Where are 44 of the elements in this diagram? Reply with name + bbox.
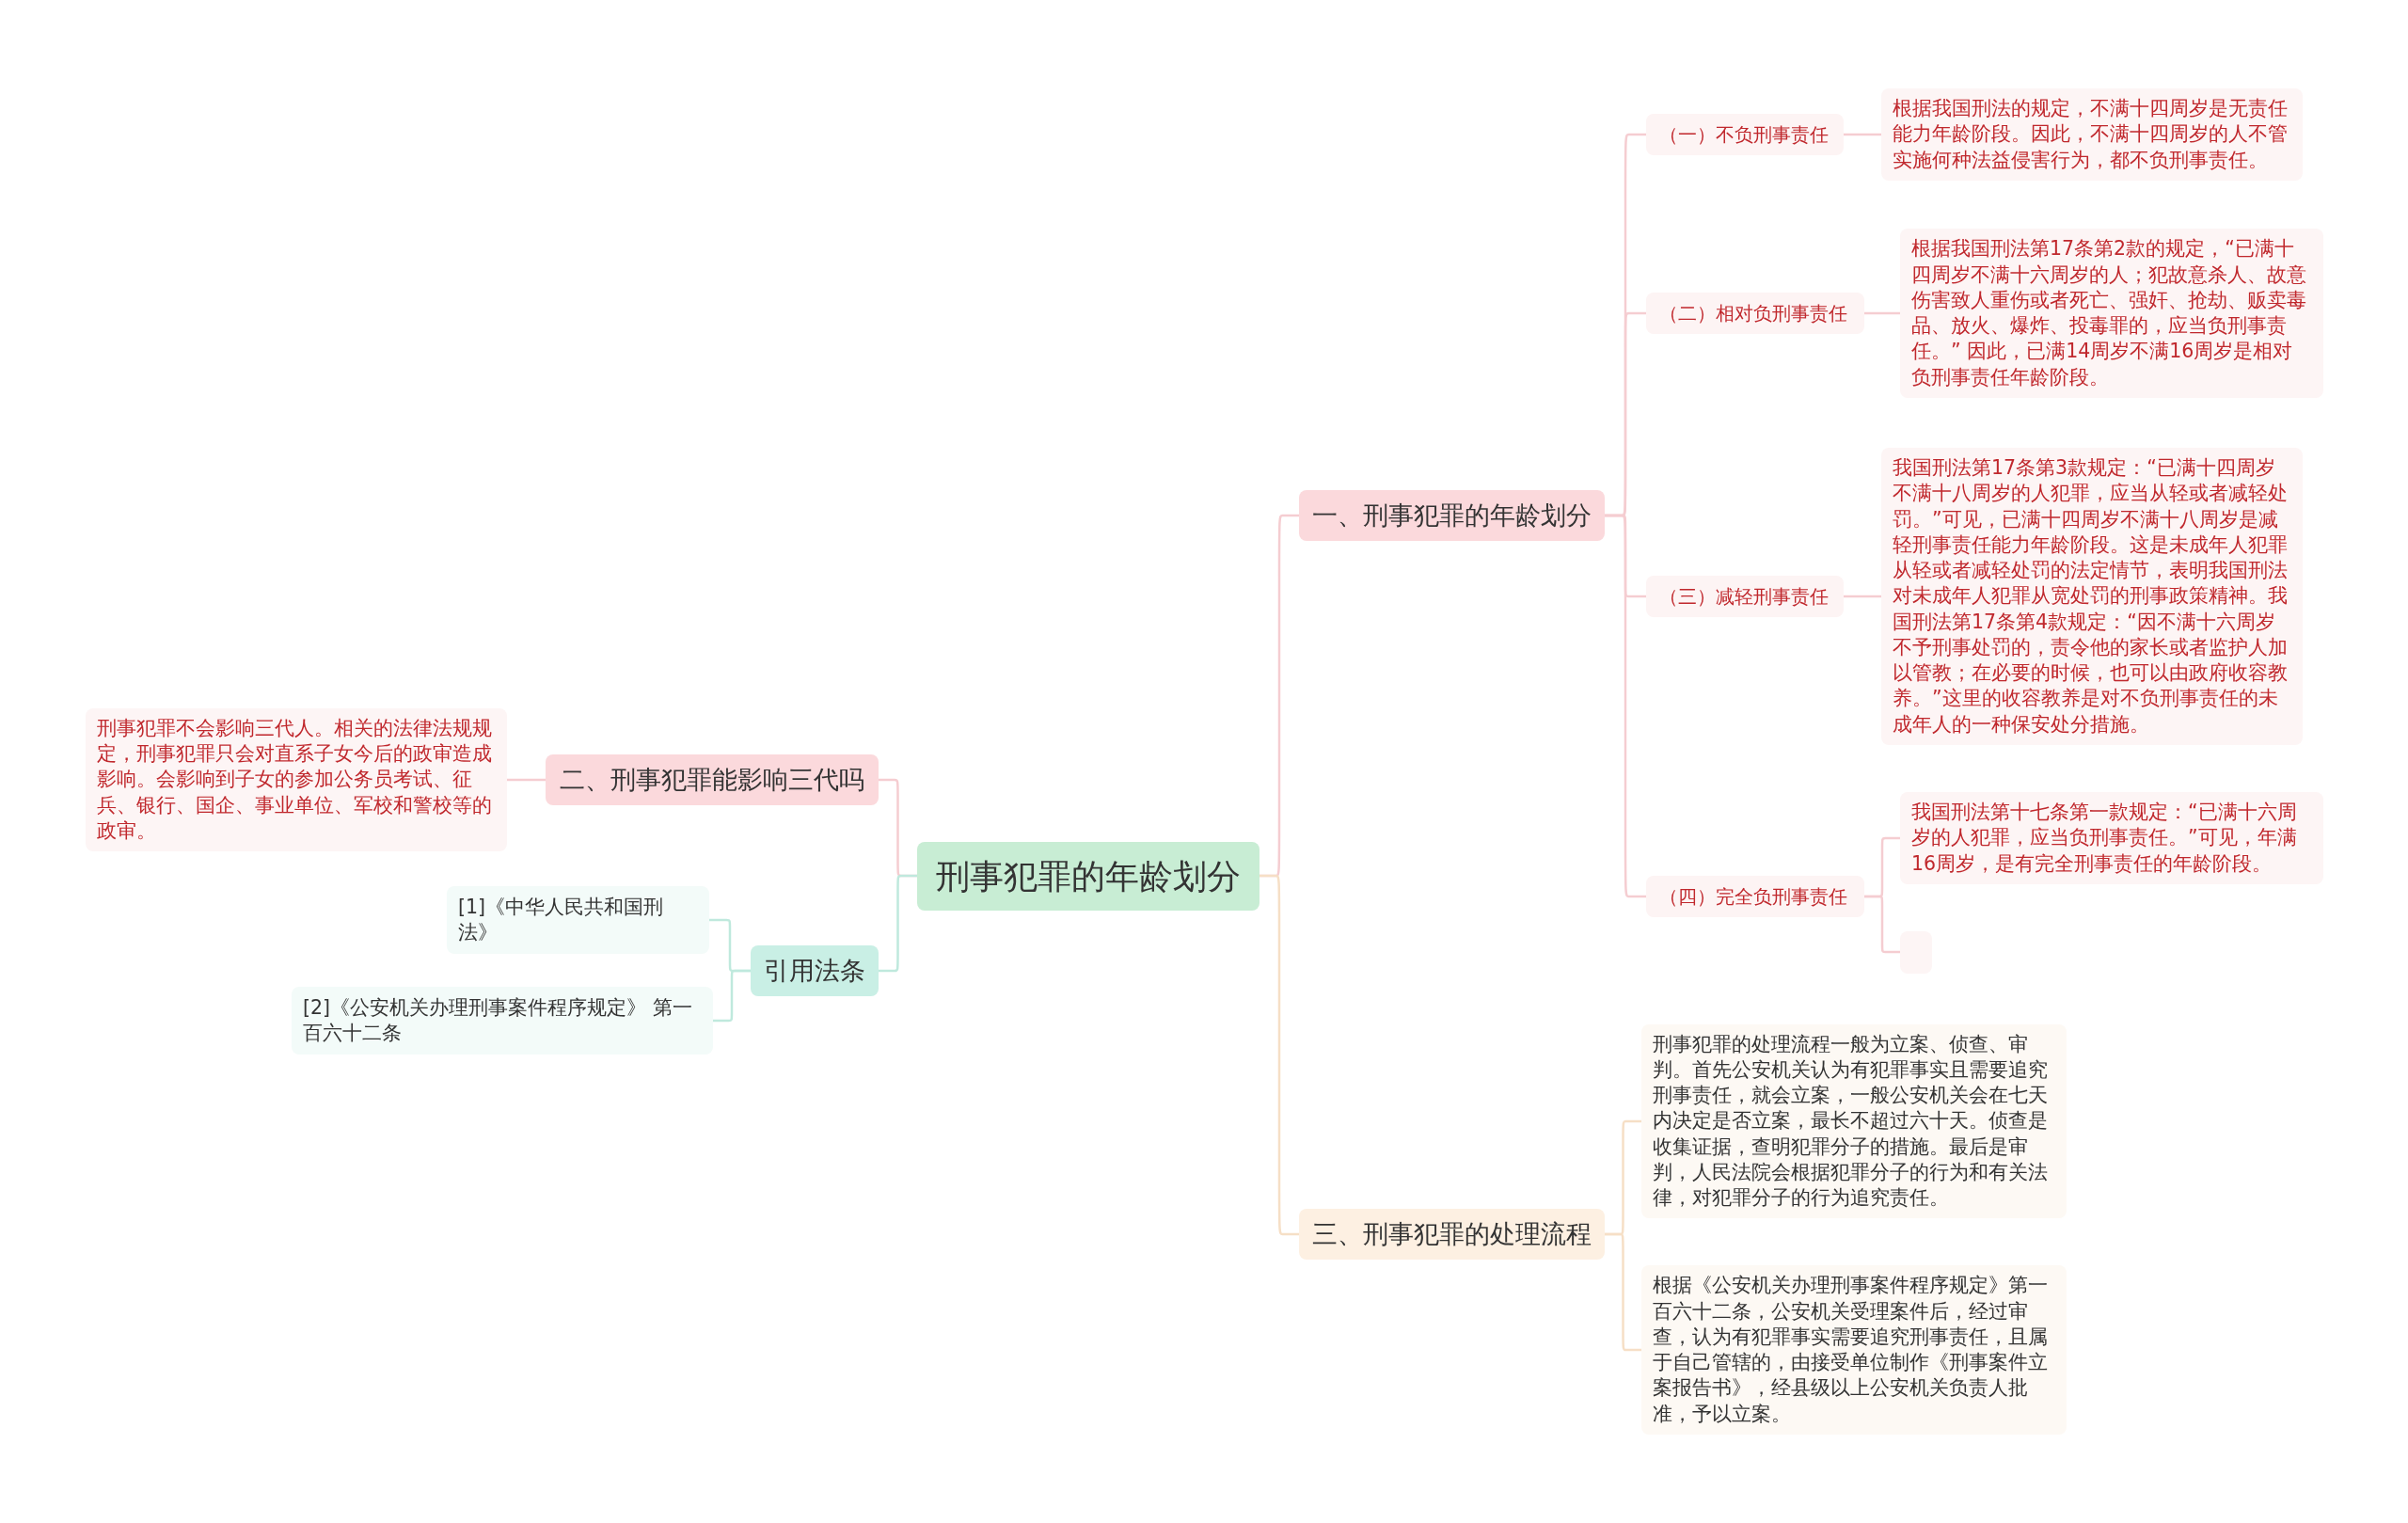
topic-text: （三）减轻刑事责任 xyxy=(1659,583,1830,610)
subtopic-box xyxy=(1646,875,1864,918)
connector-line xyxy=(1844,133,1881,136)
topic-text: 三、刑事犯罪的处理流程 xyxy=(1311,1218,1592,1250)
connector-line xyxy=(1864,895,1900,954)
note-text: 我国刑法第17条第3款规定：“已满十四周岁不满十八周岁的人犯罪，应当从轻或者减轻处罚。”可见，已满十四周岁不满十八周岁是减轻刑事责任能力年龄阶段。这是未成年人犯罪从轻或者减轻处罚的法定情节，表明我国刑法对未成年人犯罪从宽处罚的刑事政策精神。我国刑法第17条第4款规定：“因不满十六周岁不予刑事处罚的，责令他的家长或者监护人加以管教；在必要的时候，也可以由政府收容教养。”这里的收容教养是对不负刑事责任的未成年人的一种保安处分措施。 xyxy=(1893,455,2289,738)
connector-line xyxy=(713,969,751,1023)
topic-text: 二、刑事犯罪能影响三代吗 xyxy=(559,764,865,796)
topic-text: （一）不负刑事责任 xyxy=(1659,121,1830,148)
connector-line xyxy=(1864,311,1900,315)
note-text: 根据《公安机关办理刑事案件程序规定》第一百六十二条，公安机关受理案件后，经过审查，认为有犯罪事实需要追究刑事责任，且属于自己管辖的，由接受单位制作《刑事案件立案报告书》，经县级以上公安机关负责人批准，予以立案。 xyxy=(1653,1273,2049,1427)
topic-text: 刑事犯罪的年龄划分 xyxy=(935,855,1242,897)
note-text: [2]《公安机关办理刑事案件程序规定》 第一百六十二条 xyxy=(303,994,693,1046)
connector-line xyxy=(507,778,546,782)
note-text: 根据我国刑法的规定，不满十四周岁是无责任能力年龄阶段。因此，不满十四周岁的人不管实施何种法益侵害行为，都不负刑事责任。 xyxy=(1893,96,2289,173)
reference-box xyxy=(447,885,709,955)
connector-line xyxy=(879,874,917,973)
branch-topic-box xyxy=(1299,490,1605,541)
note-text: 我国刑法第十七条第一款规定：“已满十六周岁的人犯罪，应当负刑事责任。”可见，年满16周岁，是有完全刑事责任的年龄阶段。 xyxy=(1911,800,2298,877)
central-topic-box xyxy=(917,841,1259,911)
note-box xyxy=(1900,792,2323,884)
note-text: [1]《中华人民共和国刑法》 xyxy=(458,894,665,945)
branch-topic-box xyxy=(1299,1209,1605,1260)
topic-text: （二）相对负刑事责任 xyxy=(1659,300,1848,326)
connector-line xyxy=(1605,1232,1641,1352)
empty-box xyxy=(1900,930,1932,974)
note-text: 刑事犯罪不会影响三代人。相关的法律法规规定，刑事犯罪只会对直系子女今后的政审造成影响。会影响到子女的参加公务员考试、征兵、银行、国企、事业单位、军校和警校等的政审。 xyxy=(97,715,493,844)
connector-line xyxy=(1605,514,1646,898)
connector-line xyxy=(1259,874,1299,1236)
topic-text: （四）完全负刑事责任 xyxy=(1659,883,1848,910)
subtopic-box xyxy=(1646,575,1844,618)
note-box xyxy=(1881,88,2303,181)
branch-topic-box xyxy=(751,945,879,996)
reference-box xyxy=(292,986,713,1055)
note-box xyxy=(86,707,507,852)
subtopic-box xyxy=(1646,113,1844,156)
subtopic-box xyxy=(1646,292,1864,335)
note-text: 根据我国刑法第17条第2款的规定，“已满十四周岁不满十六周岁的人；犯故意杀人、故意伤害致人重伤或者死亡、强奸、抢劫、贩卖毒品、放火、爆炸、投毒罪的，应当负刑事责任。” 因此，已满14周岁不满16周岁是相对负刑事责任年龄阶段。 xyxy=(1911,236,2307,390)
topic-text: 引用法条 xyxy=(763,955,866,987)
branch-topic-box xyxy=(546,754,879,805)
connector-line xyxy=(1844,595,1881,598)
note-text: 刑事犯罪的处理流程一般为立案、侦查、审判。首先公安机关认为有犯罪事实且需要追究刑事责任，就会立案，一般公安机关会在七天内决定是否立案，最长不超过六十天。侦查是收集证据，查明犯罪分子的措施。最后是审判，人民法院会根据犯罪分子的行为和有关法律，对犯罪分子的行为追究责任。 xyxy=(1653,1031,2049,1212)
topic-text: 一、刑事犯罪的年龄划分 xyxy=(1311,500,1592,531)
note-box xyxy=(1641,1265,2067,1435)
